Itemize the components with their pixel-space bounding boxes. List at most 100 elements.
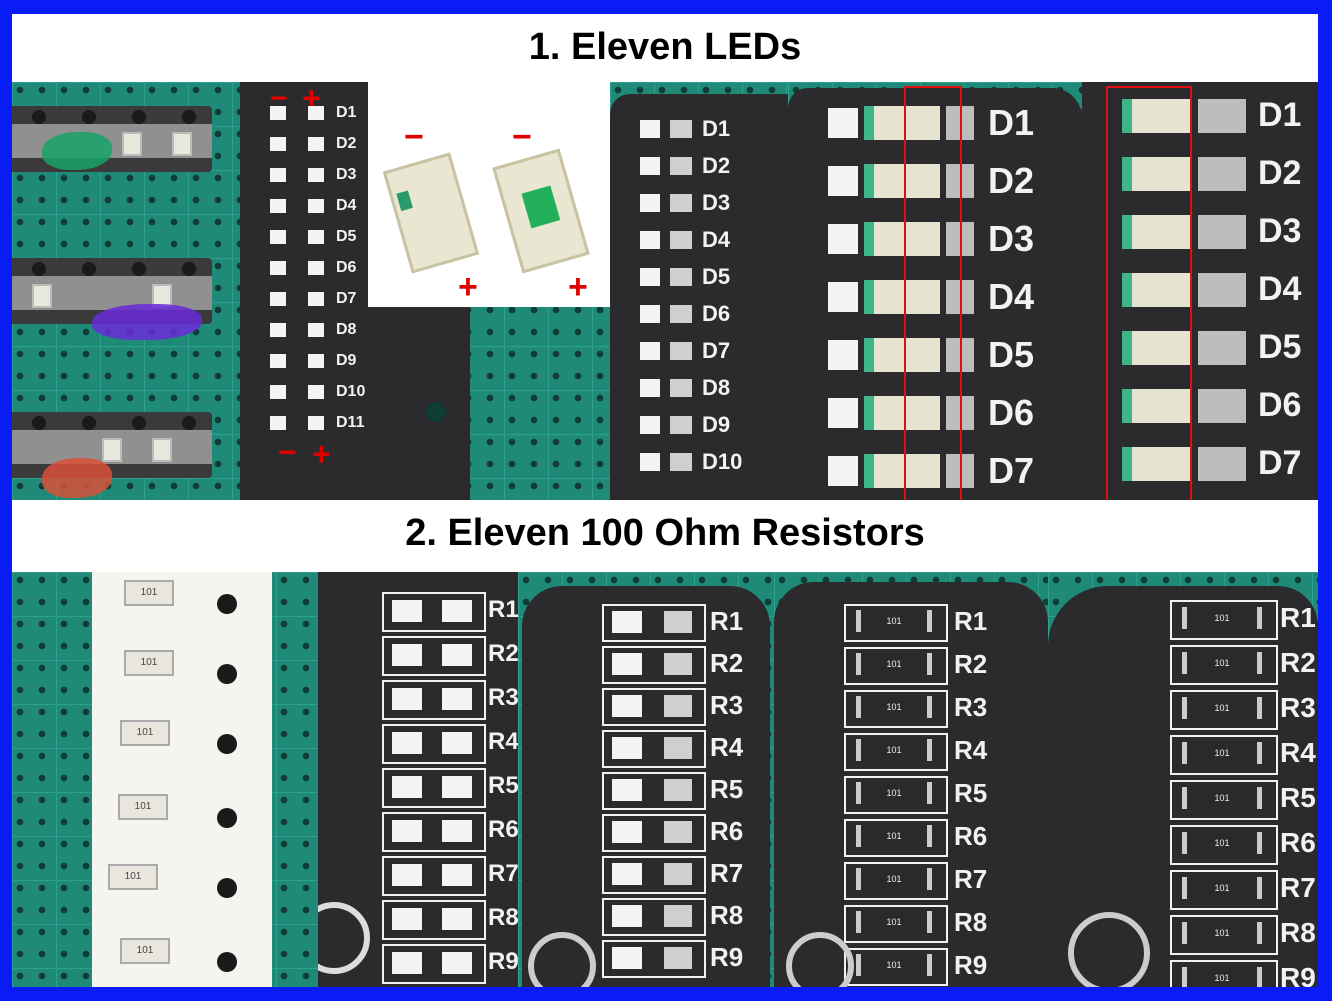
resistor-footprint-box bbox=[602, 730, 706, 768]
led-footprint-row: D7 bbox=[270, 290, 356, 308]
soldered-led-row: D5 bbox=[1122, 328, 1301, 367]
resistor-footprint-box bbox=[602, 940, 706, 978]
led-pad bbox=[640, 453, 660, 471]
led-footprint-row: D9 bbox=[640, 412, 730, 438]
soldered-led bbox=[864, 454, 940, 488]
led-tapes-photo bbox=[12, 82, 240, 500]
tinned-pad bbox=[670, 268, 692, 286]
led-designator: D2 bbox=[988, 160, 1035, 201]
soldered-resistor: 101 bbox=[856, 696, 932, 718]
led-footprint-row: D6 bbox=[640, 301, 730, 327]
resistor-pad bbox=[612, 611, 642, 633]
tinned-pad bbox=[670, 342, 692, 360]
resistor-footprint-box bbox=[1170, 780, 1278, 820]
led-pad bbox=[308, 137, 324, 151]
resistor-designator: R1 bbox=[1280, 602, 1316, 633]
resistor-footprint-box bbox=[844, 647, 948, 685]
resistor-pad bbox=[392, 776, 422, 798]
resistor-designator: R4 bbox=[1280, 737, 1316, 768]
resistor-designator: R6 bbox=[488, 816, 518, 843]
resistor-on-tape: 101 bbox=[124, 650, 174, 676]
resistor-footprint-box bbox=[602, 646, 706, 684]
resistor-footprint-box bbox=[382, 812, 486, 852]
resistor-on-tape: 101 bbox=[120, 720, 170, 746]
soldered-led bbox=[864, 280, 940, 314]
resistor-footprint-box bbox=[382, 636, 486, 676]
resistor-footprint-box bbox=[1170, 870, 1278, 910]
resistor-designator: R6 bbox=[954, 821, 988, 851]
soldered-resistor: 101 bbox=[856, 739, 932, 761]
led-pad bbox=[828, 282, 858, 312]
led-pad bbox=[270, 199, 286, 213]
soldered-led bbox=[1122, 98, 1192, 133]
resistor-footprint-box bbox=[844, 905, 948, 943]
soldered-led-row: D1 bbox=[828, 102, 1034, 144]
led-designator: D4 bbox=[336, 197, 357, 214]
solder-joint bbox=[1198, 388, 1246, 423]
soldered-resistor: 101 bbox=[1182, 742, 1262, 764]
soldered-resistor: 101 bbox=[856, 825, 932, 847]
soldered-resistor: 101 bbox=[856, 954, 932, 976]
tape-sprocket-hole bbox=[217, 734, 237, 754]
tape-sprocket-hole bbox=[217, 878, 237, 898]
resistor-designator: R5 bbox=[954, 778, 988, 808]
led-designator: D3 bbox=[336, 166, 357, 183]
led-footprint-row: D3 bbox=[640, 190, 730, 216]
resistor-designator: R2 bbox=[710, 648, 744, 678]
tinned-pad bbox=[664, 947, 692, 969]
led-pad bbox=[270, 292, 286, 306]
led-pad bbox=[308, 416, 324, 430]
led-pad bbox=[308, 261, 324, 275]
led-tape bbox=[12, 412, 212, 478]
led-designator: D8 bbox=[336, 321, 357, 338]
tinned-pad bbox=[670, 194, 692, 212]
tinned-pad bbox=[664, 821, 692, 843]
resistor-designator: R6 bbox=[1280, 827, 1316, 858]
minus-sign: − bbox=[512, 118, 532, 156]
resistor-on-tape: 101 bbox=[118, 794, 168, 820]
led-pad bbox=[640, 342, 660, 360]
led-footprint-row: D2 bbox=[270, 135, 356, 153]
resistor-pad bbox=[442, 908, 472, 930]
soldered-resistor: 101 bbox=[1182, 967, 1262, 987]
led-pad bbox=[270, 323, 286, 337]
tinned-pad bbox=[664, 653, 692, 675]
resistor-footprint-box bbox=[844, 776, 948, 814]
solder-joint bbox=[1198, 272, 1246, 307]
resistor-pad bbox=[612, 695, 642, 717]
content-area: 1. Eleven LEDs bbox=[12, 14, 1318, 987]
tinned-pad bbox=[664, 905, 692, 927]
soldered-resistor: 101 bbox=[1182, 877, 1262, 899]
led-footprint-row: D1 bbox=[640, 116, 730, 142]
resistor-footprint-box bbox=[602, 772, 706, 810]
resistor-designator: R8 bbox=[710, 900, 744, 930]
led-designator: D4 bbox=[988, 276, 1035, 317]
resistor-footprint-box bbox=[1170, 915, 1278, 955]
led-footprint-row: D8 bbox=[270, 321, 356, 339]
led-footprint-row: D8 bbox=[640, 375, 730, 401]
tinned-pad bbox=[664, 611, 692, 633]
led-pad bbox=[640, 194, 660, 212]
tinned-pad bbox=[670, 416, 692, 434]
resistor-designator: R8 bbox=[954, 907, 988, 937]
resistor-footprint-box bbox=[1170, 960, 1278, 987]
soldered-led-row: D6 bbox=[828, 392, 1034, 434]
resistor-designator: R3 bbox=[954, 692, 988, 722]
soldered-resistor: 101 bbox=[856, 911, 932, 933]
resistor-footprint-box bbox=[602, 604, 706, 642]
resistor-designator: R9 bbox=[488, 948, 518, 975]
led-pad bbox=[828, 456, 858, 486]
led-pad bbox=[270, 106, 286, 120]
resistor-designator: R2 bbox=[1280, 647, 1316, 678]
resistor-pad bbox=[442, 600, 472, 622]
cathode-highlight-box bbox=[904, 86, 962, 500]
led-pad bbox=[308, 230, 324, 244]
soldered-resistor: 101 bbox=[1182, 787, 1262, 809]
pcb-hole bbox=[426, 402, 446, 422]
soldered-led-row: D4 bbox=[1122, 270, 1301, 309]
soldered-led bbox=[1122, 272, 1192, 307]
